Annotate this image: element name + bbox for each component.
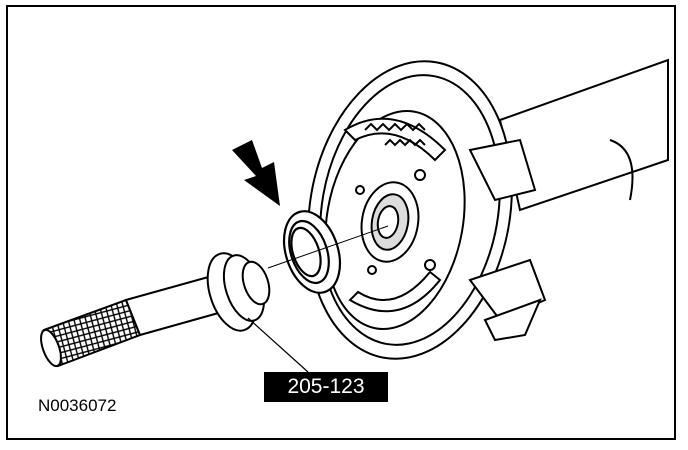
seal-ring-icon [282, 210, 342, 294]
center-line [267, 225, 389, 269]
axle-housing-icon [307, 58, 669, 360]
figure-id: N0036072 [38, 396, 117, 415]
leader-line [247, 317, 309, 373]
tool-number-label: 205-123 [264, 372, 388, 402]
installer-tool-icon [40, 252, 271, 368]
arrow-icon [232, 140, 280, 206]
